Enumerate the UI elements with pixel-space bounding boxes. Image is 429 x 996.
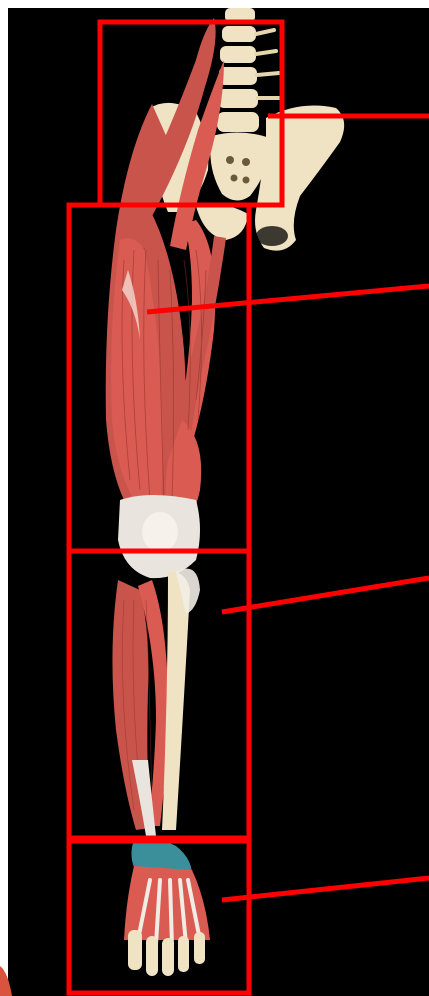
patella: [142, 512, 178, 552]
knee: [118, 495, 200, 578]
